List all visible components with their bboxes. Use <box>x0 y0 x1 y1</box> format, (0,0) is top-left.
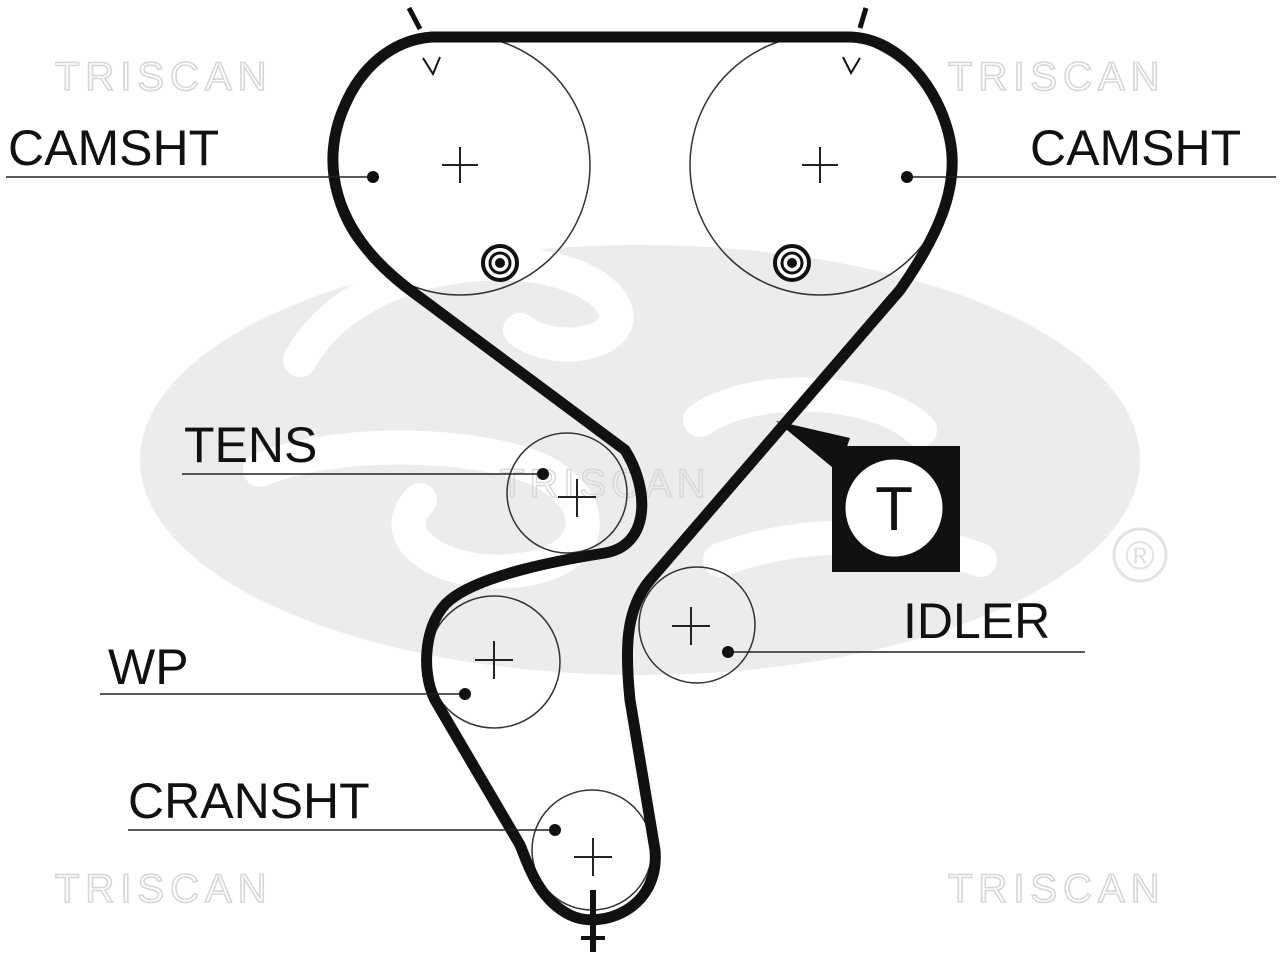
leader-dot <box>537 468 549 480</box>
label-camshaft-right: CAMSHT <box>1030 120 1241 176</box>
watermark-top-right: TRISCAN <box>948 55 1166 99</box>
label-water-pump: WP <box>108 639 189 695</box>
watermark-bottom-right: TRISCAN <box>948 867 1166 911</box>
label-camshaft-left: CAMSHT <box>8 120 219 176</box>
registered-mark: ® <box>1125 534 1154 578</box>
leader-dot <box>549 824 561 836</box>
pulley-camshaft-left <box>329 34 591 296</box>
tension-marker-letter: T <box>875 475 913 544</box>
watermark-top-left: TRISCAN <box>55 55 273 99</box>
label-crankshaft: CRANSHT <box>128 773 370 829</box>
leader-dot <box>459 688 471 700</box>
label-tensioner: TENS <box>184 417 317 473</box>
timing-mark-camshaft-left <box>406 6 423 31</box>
watermark-bottom-left: TRISCAN <box>55 867 273 911</box>
leader-dot <box>722 646 734 658</box>
pulley-tensioner <box>506 432 628 554</box>
leader-dot <box>367 171 379 183</box>
tension-marker-icon: T <box>776 421 960 572</box>
leader-dot <box>901 171 913 183</box>
camshaft-sprocket-hub-icon <box>773 244 811 282</box>
timing-mark-camshaft-right <box>857 7 869 29</box>
camshaft-sprocket-hub-icon <box>481 244 519 282</box>
label-idler: IDLER <box>903 593 1050 649</box>
pulley-idler <box>638 566 756 684</box>
watermark-center: TRISCAN <box>500 462 711 506</box>
timing-belt <box>327 31 958 926</box>
